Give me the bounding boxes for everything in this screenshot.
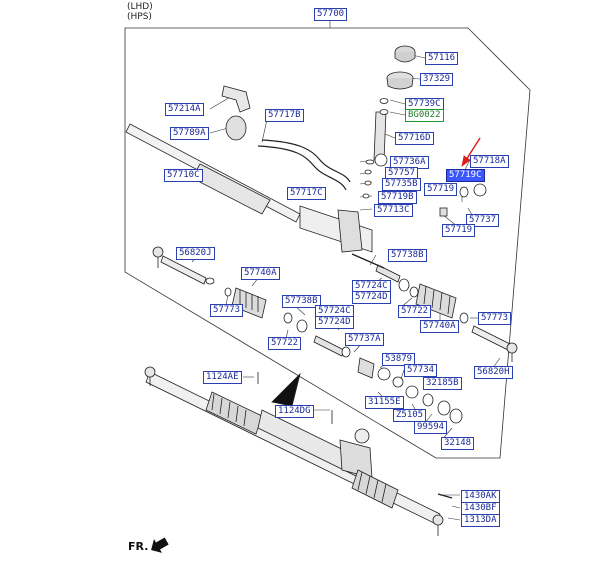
callout-99594[interactable]: 99594 [414, 421, 448, 434]
tie-rod-end-left [160, 255, 207, 285]
header-lhd: (LHD) [127, 2, 153, 12]
bushing [225, 115, 247, 141]
callout-57116[interactable]: 57116 [425, 52, 459, 65]
callout-57722-right[interactable]: 57722 [398, 305, 432, 318]
callout-57719b[interactable]: 57719B [378, 191, 417, 204]
callout-57724d-upper[interactable]: 57724D [352, 291, 391, 304]
callout-57719c[interactable]: 57719C [446, 169, 485, 182]
callout-57716d[interactable]: 57716D [395, 132, 434, 145]
header-hps: (HPS) [127, 12, 152, 22]
assembly-outline [124, 27, 531, 459]
callout-32185b[interactable]: 32185B [423, 377, 462, 390]
front-direction-label: FR. [128, 540, 149, 553]
callout-57740a-right[interactable]: 57740A [420, 320, 459, 333]
callout-57719-upper[interactable]: 57719 [424, 183, 458, 196]
pipe-lower [257, 145, 347, 191]
callout-57713c[interactable]: 57713C [374, 204, 413, 217]
tie-rod-end-right [471, 325, 511, 351]
callout-57737a[interactable]: 57737A [345, 333, 384, 346]
callout-31155e[interactable]: 31155E [365, 396, 404, 409]
callout-32148[interactable]: 32148 [441, 437, 475, 450]
callout-53879[interactable]: 53879 [382, 353, 416, 366]
callout-57734[interactable]: 57734 [404, 364, 438, 377]
callout-56820j[interactable]: 56820J [176, 247, 215, 260]
callout-57739c[interactable]: 57739C [405, 98, 444, 111]
callout-57789a[interactable]: 57789A [170, 127, 209, 140]
section-wedge [271, 372, 301, 407]
boot-right [415, 283, 457, 319]
callout-57773-left[interactable]: 57773 [210, 304, 244, 317]
boot-left [231, 287, 267, 319]
callout-1313da[interactable]: 1313DA [461, 514, 500, 527]
callout-57737[interactable]: 57737 [466, 214, 500, 227]
callout-57738b-upper[interactable]: 57738B [388, 249, 427, 262]
pipe-upper [261, 139, 351, 183]
callout-1124ae[interactable]: 1124AE [203, 371, 242, 384]
pinion-shaft [373, 111, 387, 161]
callout-57735b[interactable]: 57735B [382, 178, 421, 191]
callout-57724d-lower[interactable]: 57724D [315, 316, 354, 329]
callout-57214a[interactable]: 57214A [165, 103, 204, 116]
callout-1124dg[interactable]: 1124DG [275, 405, 314, 418]
callout-57717c[interactable]: 57717C [287, 187, 326, 200]
reference-arrow [461, 137, 481, 167]
callout-57738b-lower[interactable]: 57738B [282, 295, 321, 308]
callout-57710c[interactable]: 57710C [164, 169, 203, 182]
callout-57722-left[interactable]: 57722 [268, 337, 302, 350]
callout-57719-lower[interactable]: 57719 [442, 224, 476, 237]
callout-z5105[interactable]: Z5105 [393, 409, 427, 422]
callout-bg0022[interactable]: BG0022 [405, 109, 444, 122]
callout-56820h[interactable]: 56820H [474, 366, 513, 379]
callout-57700[interactable]: 57700 [314, 8, 348, 21]
front-arrow-icon [151, 537, 169, 553]
callout-37329[interactable]: 37329 [420, 73, 454, 86]
callout-57717b[interactable]: 57717B [265, 109, 304, 122]
callout-57773-right[interactable]: 57773 [478, 312, 512, 325]
callout-57718a[interactable]: 57718A [470, 155, 509, 168]
clamp [221, 85, 251, 113]
callout-57740a-left[interactable]: 57740A [241, 267, 280, 280]
